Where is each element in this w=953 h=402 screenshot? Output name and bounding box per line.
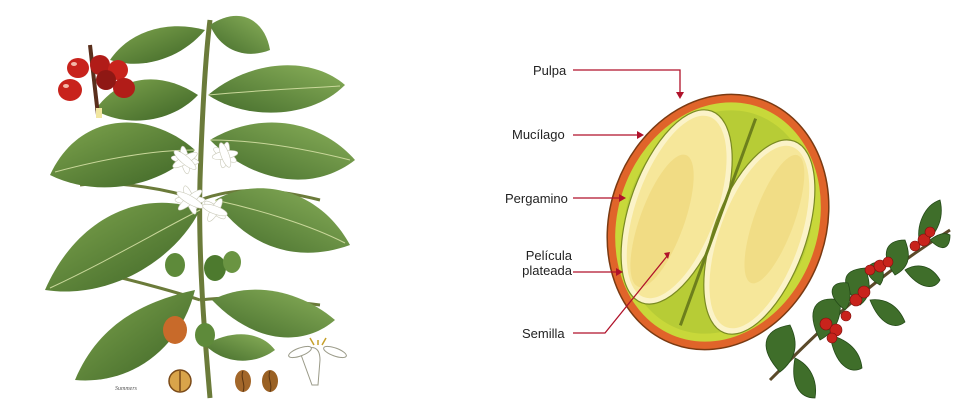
label-pelicula-line2: plateada	[520, 263, 572, 278]
illustrator-signature: Summers	[115, 386, 137, 392]
label-pelicula-line1: Película	[520, 248, 572, 263]
label-pulpa: Pulpa	[533, 63, 566, 78]
label-pergamino: Pergamino	[505, 191, 568, 206]
label-mucilago: Mucílago	[512, 127, 565, 142]
label-semilla: Semilla	[522, 326, 565, 341]
label-pelicula: Película plateada	[520, 248, 572, 278]
